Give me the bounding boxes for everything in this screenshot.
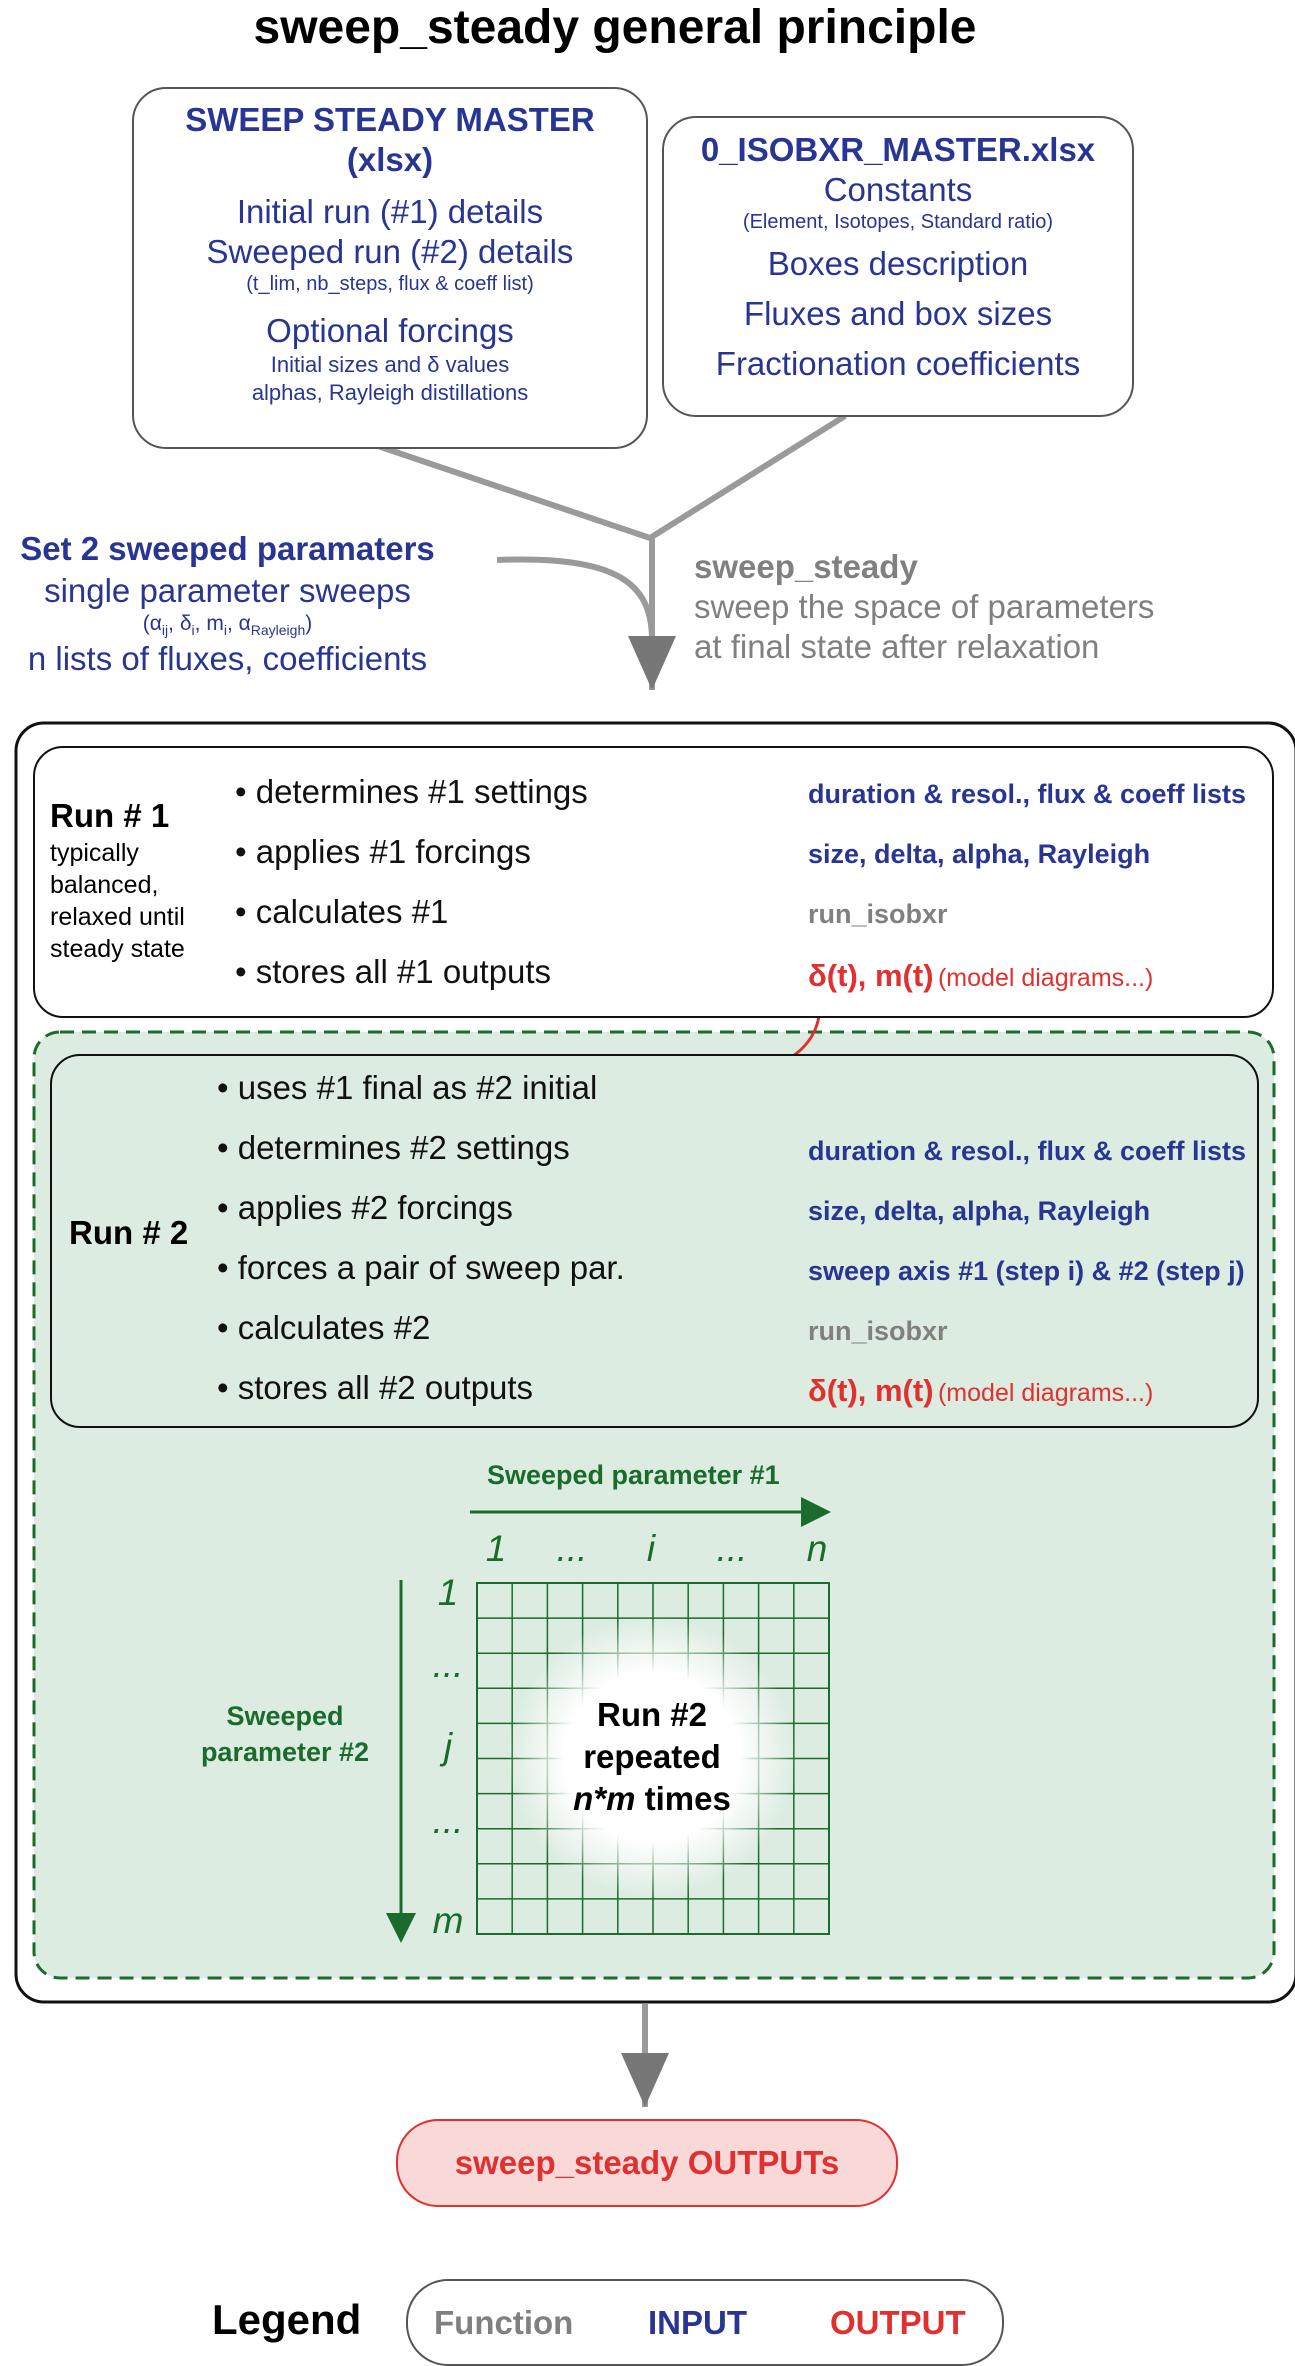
run1-output: δ(t), m(t) (model diagrams...) [808, 958, 1154, 993]
row-tick-m: m [432, 1900, 464, 1941]
sweep-symbols: (αij, δi, mi, αRayleigh) [142, 612, 313, 639]
legend-input: INPUT [648, 2304, 747, 2341]
function-desc-1: sweep the space of parameters [694, 588, 1155, 625]
run1-input-forcings: size, delta, alpha, Rayleigh [808, 839, 1151, 869]
outputs-label: sweep_steady OUTPUTs [454, 2144, 840, 2181]
run2-output: δ(t), m(t) (model diagrams...) [808, 1373, 1154, 1408]
optional-forcings: Optional forcings [266, 312, 514, 349]
function-desc-2: at final state after relaxation [694, 628, 1100, 665]
outer-container [14, 721, 1295, 2004]
isobxr-master-box: 0_ISOBXR_MASTER.xlsx Constants (Element,… [662, 116, 1134, 417]
run1-step-forcings: • applies #1 forcings [235, 833, 531, 870]
grid-glow [507, 1617, 797, 1897]
run1-description: typically balanced, relaxed until steady… [50, 839, 185, 963]
run2-input-durations: duration & resol., flux & coeff lists [808, 1136, 1247, 1166]
optional-note-2: alphas, Rayleigh distillations [251, 380, 529, 405]
constants-note: (Element, Isotopes, Standard ratio) [742, 211, 1054, 233]
row-tick-dots-2: ... [432, 1800, 464, 1841]
col-tick-dots-1: ... [556, 1528, 588, 1569]
legend-title: Legend [212, 2296, 362, 2343]
param1-label: Sweeped parameter #1 [487, 1460, 780, 1490]
n-lists: n lists of fluxes, coefficients [27, 640, 428, 678]
fractionation-coefficients: Fractionation coefficients [715, 345, 1081, 382]
col-tick-1: 1 [485, 1528, 507, 1569]
param2-label: Sweeped parameter #2 [200, 1701, 370, 1767]
optional-note-1: Initial sizes and δ values [270, 352, 510, 377]
row-tick-j: j [443, 1726, 453, 1767]
isobxr-title: 0_ISOBXR_MASTER.xlsx [700, 131, 1096, 168]
sweeped-run-details: Sweeped run (#2) details [206, 233, 574, 270]
function-name: sweep_steady [694, 548, 918, 585]
run2-step-calculates: • calculates #2 [217, 1309, 431, 1346]
single-param-sweeps: single parameter sweeps [44, 572, 411, 609]
page-title: sweep_steady general principle [253, 1, 977, 54]
run1-box [33, 746, 1274, 1018]
col-tick-i: i [646, 1528, 656, 1569]
boxes-description: Boxes description [767, 245, 1029, 282]
row-tick-1: 1 [437, 1572, 459, 1613]
row-tick-dots-1: ... [432, 1644, 464, 1685]
funnel-lines [374, 413, 847, 690]
run1-title: Run # 1 [50, 797, 170, 834]
sweep-steady-master-box: SWEEP STEADY MASTER (xlsx) Initial run (… [132, 87, 648, 449]
run2-input-sweep-axes: sweep axis #1 (step i) & #2 (step j) [808, 1256, 1245, 1286]
run2-function-run-isobxr: run_isobxr [808, 1316, 948, 1346]
run2-input-forcings: size, delta, alpha, Rayleigh [808, 1196, 1151, 1226]
function-label: sweep_steady sweep the space of paramete… [694, 548, 1154, 666]
legend-box: Function INPUT OUTPUT [406, 2279, 1004, 2366]
run2-step-initial: • uses #1 final as #2 initial [217, 1069, 598, 1106]
sweep-params-block: Set 2 sweeped paramaters single paramete… [0, 530, 455, 678]
run2-step-sweep-pair: • forces a pair of sweep par. [217, 1249, 625, 1286]
sweeped-run-note: (t_lim, nb_steps, flux & coeff list) [246, 273, 534, 295]
master-title: SWEEP STEADY MASTER [185, 101, 595, 138]
col-tick-n: n [806, 1528, 828, 1569]
run2-step-settings: • determines #2 settings [217, 1129, 570, 1166]
master-title-ext: (xlsx) [346, 141, 434, 178]
run1-step-settings: • determines #1 settings [235, 773, 588, 810]
legend-output: OUTPUT [830, 2304, 966, 2341]
initial-run-details: Initial run (#1) details [236, 193, 544, 230]
run2-step-stores: • stores all #2 outputs [217, 1369, 534, 1406]
grid-center-text: Run #2 repeated n*m times [573, 1696, 731, 1817]
fluxes-box-sizes: Fluxes and box sizes [743, 295, 1053, 332]
run1-input-durations: duration & resol., flux & coeff lists [808, 779, 1247, 809]
run2-box [50, 1054, 1259, 1428]
outputs-pill: sweep_steady OUTPUTs [396, 2119, 898, 2207]
sweep-params-title: Set 2 sweeped paramaters [20, 530, 435, 567]
run1-function-run-isobxr: run_isobxr [808, 899, 948, 929]
run1-step-stores: • stores all #1 outputs [235, 953, 552, 990]
run2-title: Run # 2 [69, 1214, 189, 1251]
col-tick-dots-2: ... [716, 1528, 748, 1569]
run2-step-forcings: • applies #2 forcings [217, 1189, 513, 1226]
constants: Constants [823, 171, 973, 208]
legend-function: Function [434, 2304, 574, 2341]
run1-step-calculates: • calculates #1 [235, 893, 449, 930]
